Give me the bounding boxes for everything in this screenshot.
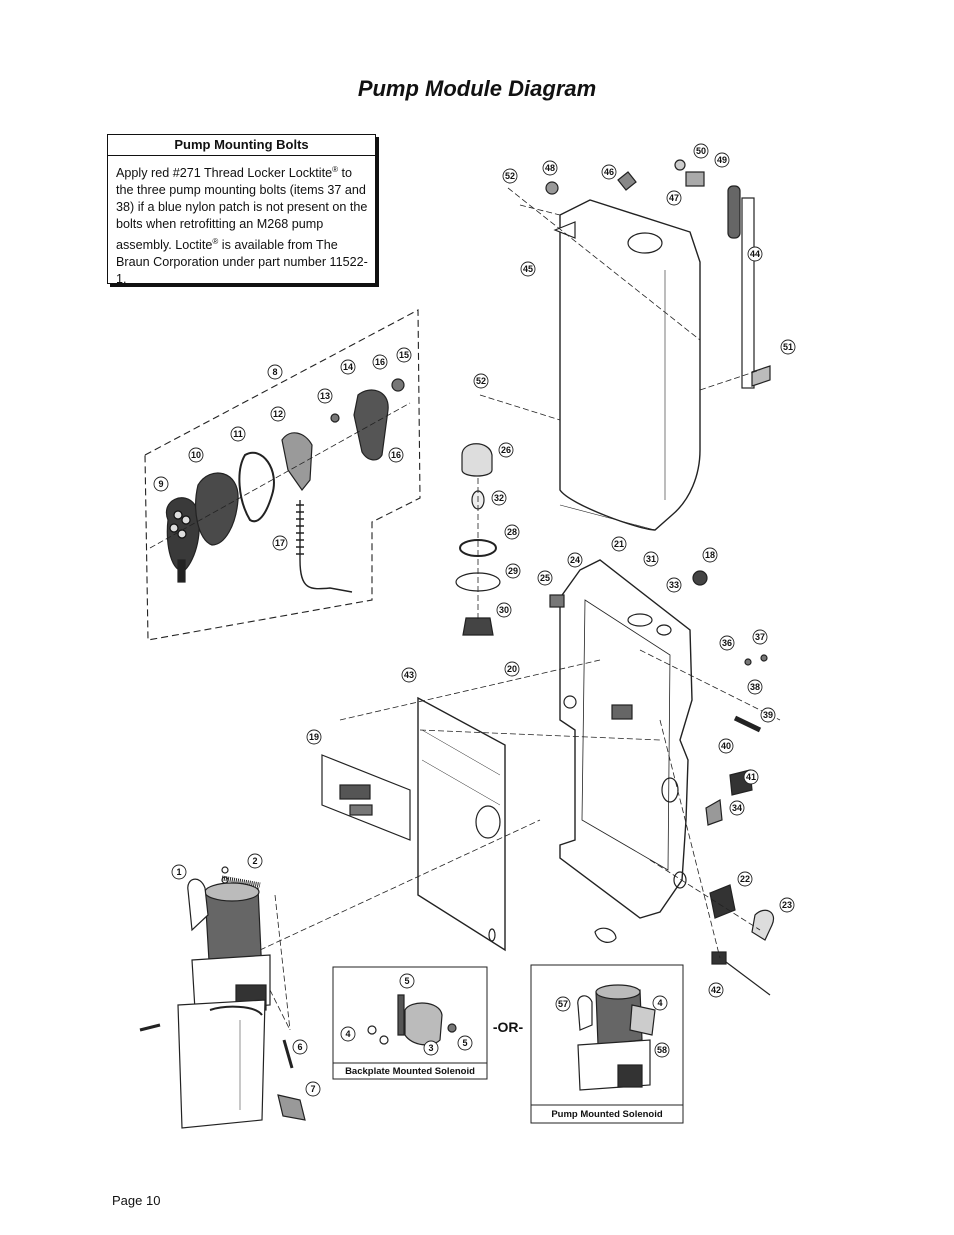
callout-6: 6 bbox=[297, 1042, 302, 1052]
callout-37: 37 bbox=[755, 632, 765, 642]
pump-mounting-bolts-note: Pump Mounting Bolts Apply red #271 Threa… bbox=[107, 134, 376, 286]
callout-58: 58 bbox=[657, 1045, 667, 1055]
callout-5-right: 5 bbox=[462, 1038, 467, 1048]
callout-48: 48 bbox=[545, 163, 555, 173]
callout-33: 33 bbox=[669, 580, 679, 590]
callout-14: 14 bbox=[343, 362, 353, 372]
pump-solenoid-caption: Pump Mounted Solenoid bbox=[551, 1109, 663, 1120]
callout-7: 7 bbox=[310, 1084, 315, 1094]
callout-2: 2 bbox=[252, 856, 257, 866]
note-heading: Pump Mounting Bolts bbox=[108, 135, 375, 156]
note-body: Apply red #271 Thread Locker Locktite® t… bbox=[108, 156, 375, 288]
callout-28: 28 bbox=[507, 527, 517, 537]
callout-21: 21 bbox=[614, 539, 624, 549]
callout-52-mid: 52 bbox=[476, 376, 486, 386]
callout-38: 38 bbox=[750, 682, 760, 692]
callout-41: 41 bbox=[746, 772, 756, 782]
page-title: Pump Module Diagram bbox=[357, 76, 597, 101]
callout-12: 12 bbox=[273, 409, 283, 419]
callout-18: 18 bbox=[705, 550, 715, 560]
callout-25: 25 bbox=[540, 573, 550, 583]
callout-39: 39 bbox=[763, 710, 773, 720]
callout-50: 50 bbox=[696, 146, 706, 156]
note-text-b: to the three pump mounting bolts (items … bbox=[116, 166, 368, 253]
note-text-c: is available from The Braun Corporation … bbox=[116, 238, 368, 287]
reservoir-tank bbox=[177, 999, 266, 1129]
reg-mark-1: ® bbox=[332, 165, 338, 174]
callout-40: 40 bbox=[721, 741, 731, 751]
callout-9: 9 bbox=[158, 479, 163, 489]
callout-24: 24 bbox=[570, 555, 580, 565]
callout-4-backplate: 4 bbox=[345, 1029, 350, 1039]
callout-47: 47 bbox=[669, 193, 679, 203]
callout-42: 42 bbox=[711, 985, 721, 995]
callout-23: 23 bbox=[782, 900, 792, 910]
callout-16-top: 16 bbox=[375, 357, 385, 367]
callout-16-bottom: 16 bbox=[391, 450, 401, 460]
pendant-gasket bbox=[238, 451, 275, 523]
callout-32: 32 bbox=[494, 493, 504, 503]
reg-mark-2: ® bbox=[212, 237, 219, 247]
callout-44: 44 bbox=[750, 249, 760, 259]
callout-10: 10 bbox=[191, 450, 201, 460]
callout-20: 20 bbox=[507, 664, 517, 674]
callout-51: 51 bbox=[783, 342, 793, 352]
coil-cord bbox=[296, 500, 353, 593]
breather-cap bbox=[461, 443, 493, 477]
callout-46: 46 bbox=[604, 167, 614, 177]
callout-circles bbox=[153, 143, 796, 1097]
callout-57: 57 bbox=[558, 999, 568, 1009]
callout-8: 8 bbox=[272, 367, 277, 377]
pendant-housing bbox=[165, 497, 200, 583]
callout-29: 29 bbox=[508, 566, 518, 576]
callout-19: 19 bbox=[309, 732, 319, 742]
backplate-solenoid-caption: Backplate Mounted Solenoid bbox=[345, 1066, 475, 1077]
or-label: -OR- bbox=[493, 1019, 524, 1035]
callout-43: 43 bbox=[404, 670, 414, 680]
callout-11: 11 bbox=[233, 429, 243, 439]
note-text-a: Apply red #271 Thread Locker Locktite bbox=[116, 166, 333, 181]
pendant-group-outline bbox=[144, 309, 421, 641]
callout-5-top: 5 bbox=[404, 976, 409, 986]
filter-screen bbox=[462, 617, 494, 636]
callout-3: 3 bbox=[428, 1043, 433, 1053]
backplate bbox=[417, 696, 506, 952]
reservoir-cover bbox=[559, 199, 701, 531]
callout-36: 36 bbox=[722, 638, 732, 648]
pump-handle bbox=[741, 197, 755, 389]
callout-45: 45 bbox=[523, 264, 533, 274]
reservoir-body bbox=[559, 559, 693, 919]
callout-52-top: 52 bbox=[505, 171, 515, 181]
callout-1: 1 bbox=[176, 867, 181, 877]
callout-17: 17 bbox=[275, 538, 285, 548]
callout-30: 30 bbox=[499, 605, 509, 615]
return-fitting-22 bbox=[709, 884, 736, 919]
callout-26: 26 bbox=[501, 445, 511, 455]
pump-motor-assembly bbox=[139, 866, 306, 1129]
callout-13: 13 bbox=[320, 391, 330, 401]
callout-15: 15 bbox=[399, 350, 409, 360]
callout-31: 31 bbox=[646, 554, 656, 564]
pendant-plate bbox=[281, 432, 313, 492]
page-number: Page 10 bbox=[112, 1193, 161, 1208]
pendant-cover bbox=[195, 472, 239, 546]
callout-22: 22 bbox=[740, 874, 750, 884]
callout-4-pump: 4 bbox=[657, 998, 662, 1008]
callout-49: 49 bbox=[717, 155, 727, 165]
callout-34: 34 bbox=[732, 803, 742, 813]
